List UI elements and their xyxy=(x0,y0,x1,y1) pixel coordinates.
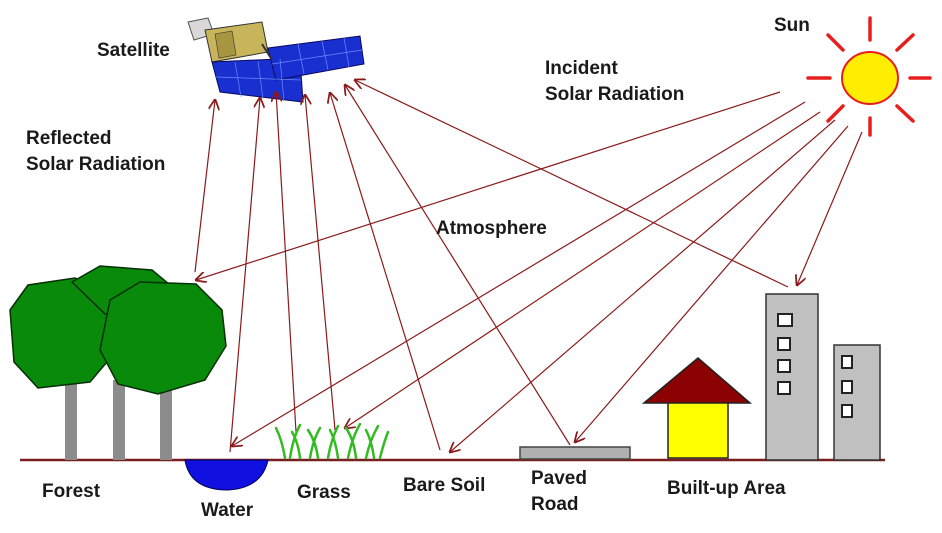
water-label: Water xyxy=(201,500,254,521)
reflected-ray-bare-soil xyxy=(330,93,441,451)
reflected-ray-grass-1 xyxy=(276,92,297,433)
incident-label-line-1: Incident xyxy=(545,58,618,79)
reflected-label-line-1: Reflected xyxy=(26,128,112,149)
paved-road-line-1: Paved xyxy=(531,468,587,489)
house-icon xyxy=(641,357,753,459)
reflected-ray-grass-2 xyxy=(305,95,336,431)
satellite-label: Satellite xyxy=(97,40,170,61)
incident-ray-water xyxy=(232,101,806,446)
reflected-ray-forest xyxy=(194,100,215,273)
forest-icon xyxy=(9,265,227,460)
paved-road-icon xyxy=(519,446,631,460)
incident-ray-road xyxy=(575,125,849,442)
water-icon xyxy=(184,459,269,491)
grass-label: Grass xyxy=(297,482,351,503)
incident-ray-forest xyxy=(196,91,781,280)
short-building-icon xyxy=(833,344,881,461)
bare-soil-label: Bare Soil xyxy=(403,475,486,496)
tall-building-icon xyxy=(765,293,819,461)
reflected-ray-water xyxy=(229,98,260,453)
incident-ray-building xyxy=(797,131,863,285)
incident-rays xyxy=(196,91,863,452)
incident-ray-grass xyxy=(345,111,821,428)
satellite-icon xyxy=(187,17,365,103)
paved-road-line-2: Road xyxy=(531,494,579,515)
reflected-ray-road xyxy=(345,85,571,446)
incident-label-line-2: Solar Radiation xyxy=(545,84,685,105)
atmosphere-label: Atmosphere xyxy=(436,218,547,239)
sun-icon xyxy=(806,16,932,137)
paved-road-label: Paved Road xyxy=(531,466,587,518)
reflected-rays xyxy=(194,80,789,453)
reflected-label-line-2: Solar Radiation xyxy=(26,154,166,175)
reflected-radiation-label: Reflected Solar Radiation xyxy=(26,126,165,178)
grass-icon xyxy=(274,422,390,460)
sun-label: Sun xyxy=(774,15,810,36)
incident-radiation-label: Incident Solar Radiation xyxy=(545,56,684,108)
forest-label: Forest xyxy=(42,481,101,502)
incident-ray-bare-soil xyxy=(450,119,836,452)
built-up-area-label: Built-up Area xyxy=(667,478,786,499)
reflected-ray-building xyxy=(355,80,789,288)
